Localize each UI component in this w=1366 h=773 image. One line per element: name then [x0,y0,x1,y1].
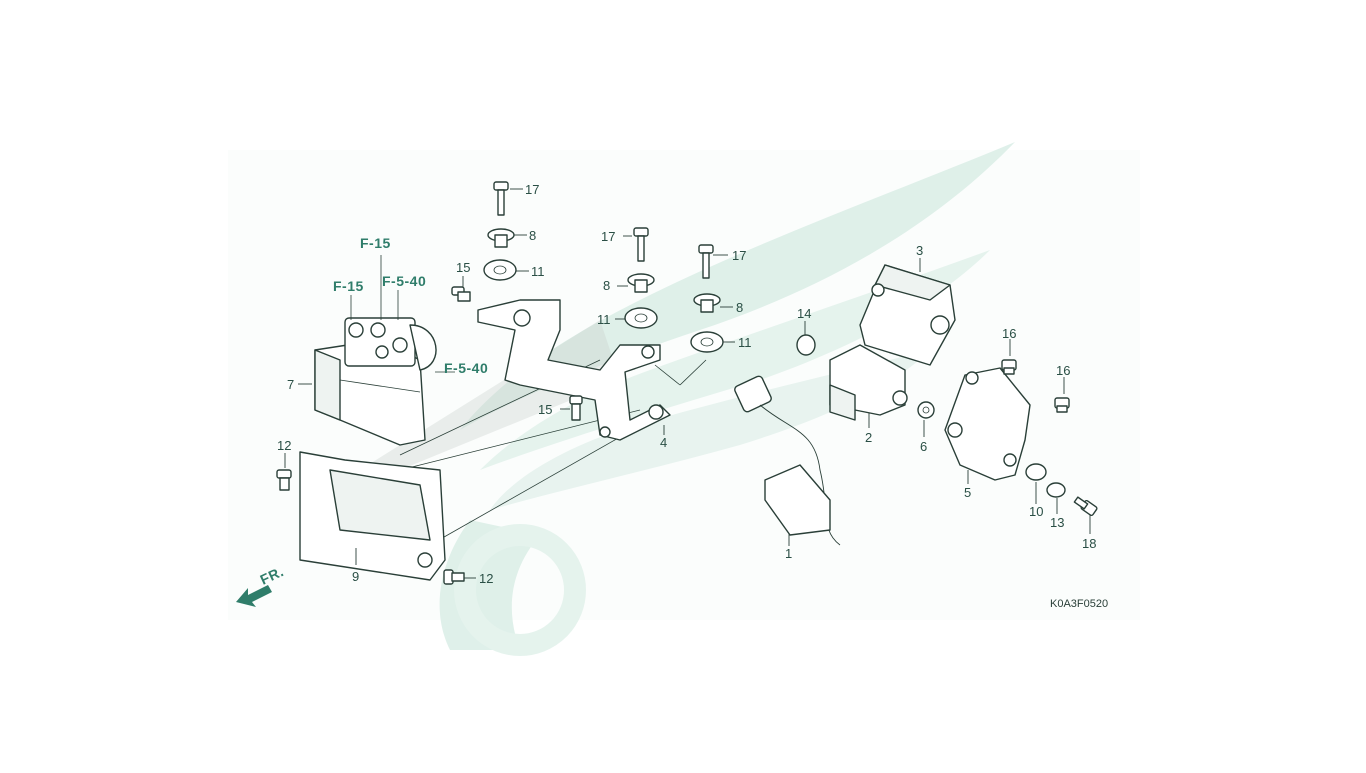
grommet-11a [483,259,517,281]
wire-harness [734,375,841,546]
callout-10: 10 [1029,504,1043,519]
abs-modulator-unit [314,317,437,446]
bolt-17a [493,181,509,216]
reference-arrows [350,255,455,373]
bolt-17b [633,227,649,262]
bolt-17c [698,244,714,279]
reference-f540-top: F-5-40 [382,273,426,289]
abs-cover [299,451,446,581]
washer-6 [917,401,935,419]
callout-16b: 16 [1056,363,1070,378]
abs-bracket [477,299,671,441]
callout-17b: 17 [601,229,615,244]
callout-leaders [284,188,1091,579]
callout-17c: 17 [732,248,746,263]
callout-12b: 12 [479,571,493,586]
grommet-14 [796,334,816,356]
callout-15a: 15 [456,260,470,275]
callout-16a: 16 [1002,326,1016,341]
callout-17a: 17 [525,182,539,197]
diagram-code: K0A3F0520 [1050,598,1108,610]
reference-f540-right: F-5-40 [444,360,488,376]
reference-f15-left: F-15 [333,278,364,294]
callout-1: 1 [785,546,792,561]
callout-8b: 8 [603,278,610,293]
callout-13: 13 [1050,515,1064,530]
bolt-16a [1001,359,1017,375]
fasteners [276,181,1098,585]
callout-3: 3 [916,243,923,258]
bolt-15a [451,286,471,302]
bolt-12b [443,569,465,585]
callout-4: 4 [660,435,667,450]
callout-5: 5 [964,485,971,500]
callout-11a: 11 [531,264,545,279]
callout-6: 6 [920,439,927,454]
callout-11c: 11 [738,335,752,350]
callout-18: 18 [1082,536,1096,551]
collar-8c [693,293,721,313]
callout-8c: 8 [736,300,743,315]
reference-f15-top: F-15 [360,235,391,251]
callout-9: 9 [352,569,359,584]
callout-15b: 15 [538,402,552,417]
control-unit [859,264,956,366]
callout-11b: 11 [597,312,611,327]
callout-7: 7 [287,377,294,392]
grommet-10 [1025,463,1047,481]
sensor-unit [829,344,908,421]
collar-8a [487,228,515,248]
washer-13 [1046,482,1066,498]
assembly-leader-lines [399,359,707,546]
bolt-15b [569,395,583,421]
callout-8a: 8 [529,228,536,243]
callout-2: 2 [865,430,872,445]
callout-labels: 17 8 11 15 17 8 11 17 8 11 15 4 7 12 9 1… [277,182,1096,586]
callout-14: 14 [797,306,811,321]
grommet-11c [690,331,724,353]
callout-12a: 12 [277,438,291,453]
collar-8b [627,273,655,293]
bolt-18 [1073,496,1098,517]
bolt-12a [276,469,292,491]
bolt-16b [1054,397,1070,413]
grommet-11b [624,307,658,329]
reference-labels: F-15 F-15 F-5-40 F-5-40 [333,235,488,376]
sensor-bracket [944,367,1031,481]
